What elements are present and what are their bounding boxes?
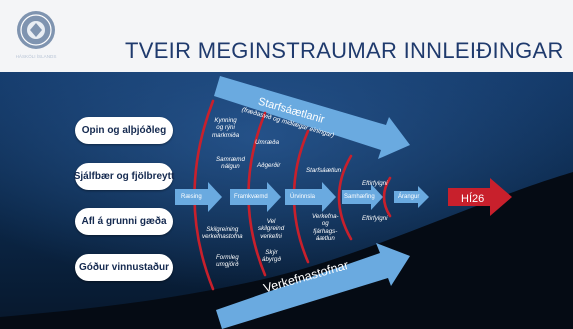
label-umraeda: Umræða	[255, 139, 280, 146]
goal-arrow	[448, 178, 512, 216]
stage-arrow-arangur	[394, 186, 429, 208]
stage-arrow-samhaefing	[342, 184, 383, 210]
stage-arrow-framkvaemd	[230, 182, 281, 212]
pill-afl: Afl á grunni gæða	[75, 208, 173, 235]
label-eftirfylgni-bottom: Eftirfylgni	[362, 215, 388, 222]
page-title: TVEIR MEGINSTRAUMAR INNLEIÐINGAR	[125, 38, 564, 63]
pill-sjalfbaer: Sjálfbær og fjölbreytt	[74, 163, 174, 190]
stage-label-raesing: Ræsing	[181, 194, 202, 200]
label-skilgreining: Skilgreining verkefnastofna	[202, 226, 243, 241]
stage-label-urvinnsla: Úrvinnsla	[290, 194, 316, 200]
label-formleg: Formleg umgjörð	[216, 254, 239, 269]
stage-arrow-raesing	[175, 182, 222, 212]
svg-text:HÁSKÓLI ÍSLANDS: HÁSKÓLI ÍSLANDS	[16, 53, 57, 59]
label-verkefna-fjarhags: Verkefna- og fjárhags- áætlun	[312, 213, 339, 243]
stage-arrow-urvinnsla	[285, 182, 336, 212]
label-vel-skilgreind: Vel skilgreind verkefni	[258, 218, 285, 240]
pill-opin: Opin og alþjóðleg	[75, 117, 173, 144]
university-seal-icon: HÁSKÓLI ÍSLANDS	[16, 11, 57, 59]
top-stream-arrow	[214, 76, 410, 159]
stage-label-framkvaemd: Framkvæmd	[234, 194, 268, 200]
stage-label-arangur: Árangur	[398, 194, 420, 200]
slide-header: HÁSKÓLI ÍSLANDS TVEIR MEGINSTRAUMAR INNL…	[0, 0, 573, 72]
label-eftirfylgni-top: Eftirfylgni	[362, 180, 388, 187]
pill-godur: Góður vinnustaður	[75, 254, 173, 281]
stage-arc-5	[382, 176, 392, 218]
label-skyr: Skýr ábyrgð	[262, 249, 281, 264]
goal-label: HÍ26	[461, 193, 485, 205]
hillside-silhouette	[0, 172, 573, 329]
label-adgerdir: Aðgerðir	[257, 162, 281, 169]
label-samraemd-nalgun: Samræmd nálgun	[216, 156, 245, 171]
stage-arc-4	[337, 154, 353, 241]
label-starfsaaetlun: Starfsáætlun	[306, 167, 342, 174]
label-kynning: Kynning og rýni markmiða	[212, 117, 240, 139]
bottom-stream-arrow	[216, 243, 410, 329]
stage-label-samhaefing: Samhæfing	[344, 194, 375, 200]
